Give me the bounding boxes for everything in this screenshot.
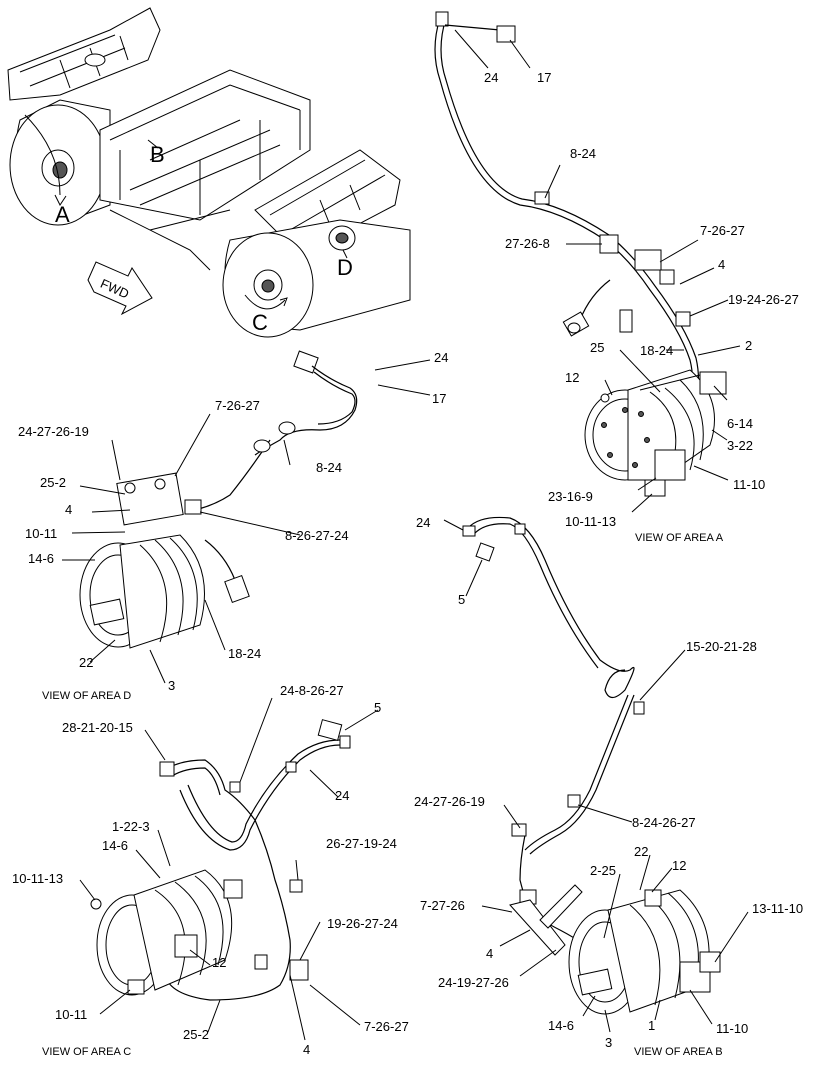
- callout-c-24: 24: [335, 788, 349, 803]
- caption-view-area-d: VIEW OF AREA D: [42, 690, 131, 702]
- machine-overview-illustration: A B C D FWD: [7, 7, 411, 338]
- callout-b-7-27-26: 7-27-26: [420, 898, 465, 913]
- callout-c-25-2: 25-2: [183, 1027, 209, 1042]
- callout-b-1: 1: [648, 1018, 655, 1033]
- callout-d-24: 24: [434, 350, 448, 365]
- area-letter-c: C: [252, 310, 268, 335]
- callout-b-24-19-27-26: 24-19-27-26: [438, 975, 509, 990]
- callout-a-4: 4: [718, 257, 725, 272]
- callout-a-10-11-13: 10-11-13: [565, 514, 616, 529]
- callout-hose-5: 5: [458, 592, 465, 607]
- callout-c-7-26-27: 7-26-27: [364, 1019, 409, 1034]
- callout-b-12: 12: [672, 858, 686, 873]
- callout-a-23-16-9: 23-16-9: [548, 489, 593, 504]
- callout-b-4: 4: [486, 946, 493, 961]
- callout-a-19-24-26-27: 19-24-26-27: [728, 292, 799, 307]
- area-letter-a: A: [55, 202, 70, 227]
- forward-arrow-icon: [87, 261, 153, 316]
- callout-a-7-26-27: 7-26-27: [700, 223, 745, 238]
- callout-c-5: 5: [374, 700, 381, 715]
- callout-c-19-26-27-24: 19-26-27-24: [327, 916, 398, 931]
- view-area-b: 24-27-26-19 8-24-26-27 22 2-25 12 7-27-2…: [414, 794, 803, 1058]
- callout-d-25-2: 25-2: [40, 475, 66, 490]
- callout-d-18-24: 18-24: [228, 646, 261, 661]
- caption-view-area-c: VIEW OF AREA C: [42, 1046, 131, 1058]
- callout-b-2-25: 2-25: [590, 863, 616, 878]
- callout-d-4: 4: [65, 502, 72, 517]
- area-letter-b: B: [150, 142, 165, 167]
- callout-a-12: 12: [565, 370, 579, 385]
- caption-view-area-b: VIEW OF AREA B: [634, 1046, 723, 1058]
- callout-a-18-24: 18-24: [640, 343, 673, 358]
- callout-d-7-26-27: 7-26-27: [215, 398, 260, 413]
- callout-c-4: 4: [303, 1042, 310, 1057]
- callout-d-17: 17: [432, 391, 446, 406]
- view-area-a: 24 17 8-24 27-26-8 7-26-27 4 19-24-26-27…: [434, 11, 799, 544]
- area-b-hose-assembly: 24 5 15-20-21-28: [416, 515, 757, 855]
- callout-d-8-26-27-24: 8-26-27-24: [285, 528, 349, 543]
- callout-hose-24: 24: [416, 515, 430, 530]
- callout-c-14-6: 14-6: [102, 838, 128, 853]
- caption-view-area-a: VIEW OF AREA A: [635, 532, 724, 544]
- callout-c-10-11: 10-11: [55, 1007, 87, 1022]
- callout-b-22: 22: [634, 844, 648, 859]
- callout-d-22: 22: [79, 655, 93, 670]
- area-letter-d: D: [337, 255, 353, 280]
- callout-a-2: 2: [745, 338, 752, 353]
- callout-a-24: 24: [484, 70, 498, 85]
- callout-c-12: 12: [212, 955, 226, 970]
- callout-a-3-22: 3-22: [727, 438, 753, 453]
- callout-a-11-10: 11-10: [733, 477, 765, 492]
- callout-a-8-24: 8-24: [570, 146, 596, 161]
- callout-a-27-26-8: 27-26-8: [505, 236, 550, 251]
- callout-c-24-8-26-27: 24-8-26-27: [280, 683, 344, 698]
- callout-c-10-11-13: 10-11-13: [12, 871, 63, 886]
- callout-d-14-6: 14-6: [28, 551, 54, 566]
- callout-b-13-11-10: 13-11-10: [752, 901, 803, 916]
- callout-b-14-6: 14-6: [548, 1018, 574, 1033]
- callout-c-26-27-19-24: 26-27-19-24: [326, 836, 397, 851]
- callout-hose-15-20-21-28: 15-20-21-28: [686, 639, 757, 654]
- callout-a-25: 25: [590, 340, 604, 355]
- callout-c-1-22-3: 1-22-3: [112, 819, 150, 834]
- callout-b-11-10: 11-10: [716, 1021, 748, 1036]
- callout-b-24-27-26-19: 24-27-26-19: [414, 794, 485, 809]
- callout-d-3: 3: [168, 678, 175, 693]
- callout-c-28-21-20-15: 28-21-20-15: [62, 720, 133, 735]
- callout-a-17: 17: [537, 70, 551, 85]
- callout-b-8-24-26-27: 8-24-26-27: [632, 815, 696, 830]
- callout-d-24-27-26-19: 24-27-26-19: [18, 424, 89, 439]
- callout-a-6-14: 6-14: [727, 416, 753, 431]
- view-area-d: 24 17 7-26-27 24-27-26-19 8-24 25-2 4 8-…: [18, 350, 448, 702]
- callout-d-8-24: 8-24: [316, 460, 342, 475]
- callout-d-10-11: 10-11: [25, 526, 57, 541]
- view-area-c: 24-8-26-27 5 28-21-20-15 24 1-22-3 26-27…: [12, 683, 409, 1058]
- callout-b-3: 3: [605, 1035, 612, 1050]
